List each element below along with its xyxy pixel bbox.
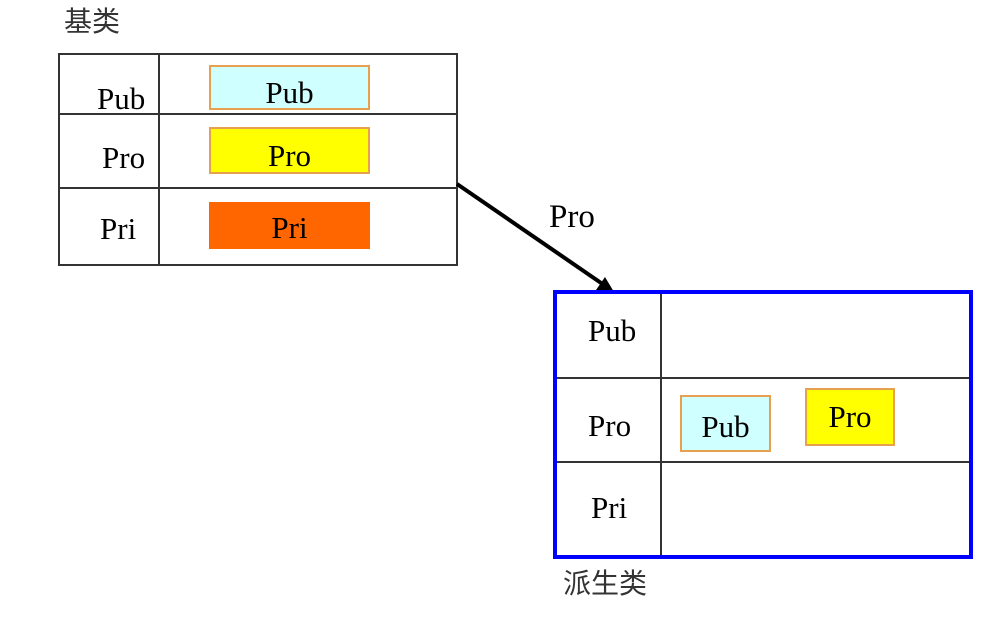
base-chip-pub: Pub [209, 65, 370, 110]
inheritance-arrow-head [596, 277, 614, 292]
derived-row-label-pri: Pri [591, 490, 628, 525]
base-table-row-divider [58, 187, 458, 189]
base-row-label-pro: Pro [102, 140, 146, 175]
derived-chip-pro: Pro [805, 388, 895, 446]
derived-chip-pro-text: Pro [828, 398, 872, 434]
base-chip-pub-text: Pub [265, 75, 314, 110]
arrow-label: Pro [549, 199, 595, 235]
base-row-label-pub: Pub [97, 81, 146, 116]
derived-table-row-divider [557, 377, 969, 379]
base-table-top-border [58, 53, 458, 55]
base-chip-pri: Pri [209, 202, 370, 249]
derived-table-frame [553, 290, 973, 559]
derived-chip-pub-text: Pub [701, 409, 750, 444]
inheritance-arrow-shaft [455, 182, 606, 287]
derived-row-label-pro: Pro [588, 408, 632, 443]
derived-class-title: 派生类 [563, 567, 648, 600]
base-table-row-divider [58, 113, 458, 115]
base-class-title: 基类 [64, 5, 121, 38]
base-chip-pri-text: Pri [271, 210, 308, 245]
base-table-right-border [456, 53, 458, 266]
derived-row-label-pub: Pub [588, 313, 637, 348]
base-table-bottom-border [58, 264, 458, 266]
base-table-column-divider [158, 53, 160, 266]
base-row-label-pri: Pri [100, 211, 137, 246]
base-chip-pro: Pro [209, 127, 370, 174]
base-table-left-border [58, 53, 60, 266]
derived-table-row-divider [557, 461, 969, 463]
base-chip-pro-text: Pro [267, 138, 312, 173]
derived-table-column-divider [660, 294, 662, 555]
derived-chip-pub: Pub [680, 395, 771, 452]
